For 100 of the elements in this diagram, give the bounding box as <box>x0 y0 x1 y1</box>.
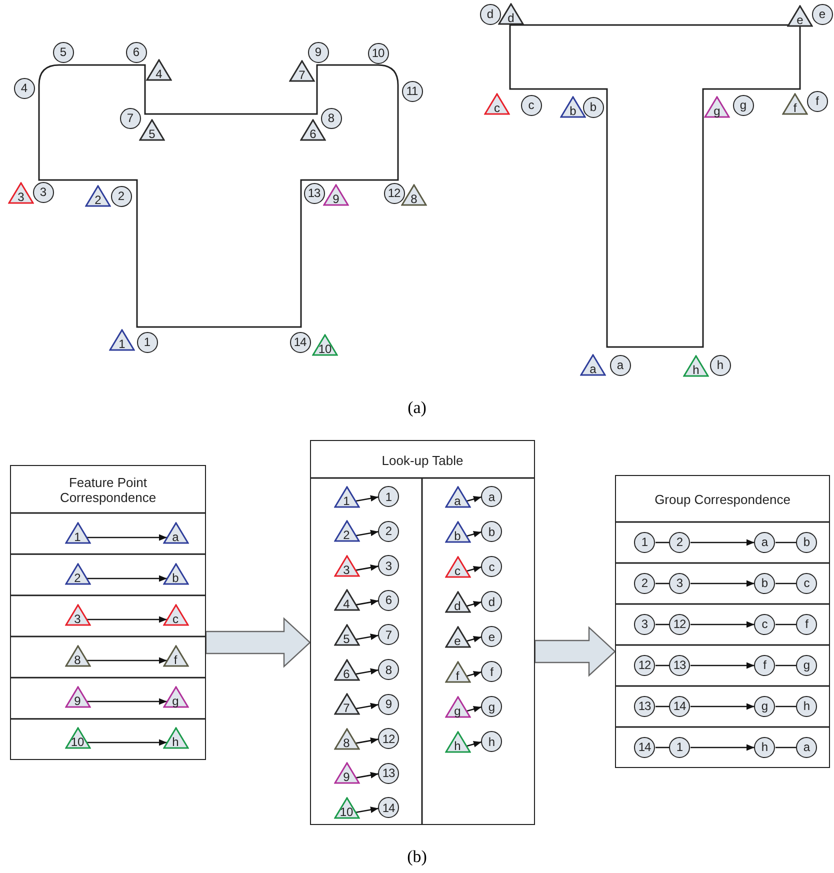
triangle-marker: f <box>444 660 470 682</box>
circle-marker: 2 <box>378 520 399 542</box>
arrow <box>356 599 379 606</box>
triangle-marker: h <box>444 730 470 752</box>
arrow <box>356 495 379 502</box>
arrow <box>87 657 167 664</box>
circle-marker: 1 <box>634 532 655 552</box>
arrow <box>690 539 754 546</box>
circle-marker: b <box>582 96 604 118</box>
circle-marker: f <box>796 614 817 634</box>
circle-marker: 12 <box>384 182 404 204</box>
arrow <box>87 575 167 582</box>
arrow <box>87 739 167 746</box>
triangle-marker: 1 <box>334 486 360 508</box>
circle-marker: c <box>796 572 817 594</box>
triangle-marker: 10 <box>334 796 360 819</box>
triangle-marker: h <box>683 355 709 377</box>
triangle-marker: 2 <box>64 563 90 585</box>
connector-line <box>776 624 796 626</box>
circle-marker: 13 <box>669 654 690 676</box>
circle-marker: 12 <box>669 614 690 634</box>
connector-line <box>776 542 796 544</box>
circle-marker: 14 <box>669 696 690 716</box>
arrow <box>466 566 482 572</box>
arrow <box>466 741 482 748</box>
circle-marker: f <box>481 661 502 682</box>
circle-marker: 12 <box>378 728 399 750</box>
triangle-marker: g <box>444 696 470 718</box>
circle-marker: 1 <box>669 736 690 758</box>
table-panel <box>310 440 535 825</box>
connector-line <box>776 746 796 748</box>
triangle-marker: e <box>787 5 813 27</box>
connector-line <box>656 542 670 544</box>
connector-line <box>776 706 796 708</box>
triangle-marker: 1 <box>109 329 135 351</box>
connector-line <box>656 664 670 666</box>
arrow <box>356 702 379 710</box>
circle-marker: d <box>481 591 502 612</box>
panel-label: (a) <box>408 398 426 418</box>
triangle-marker: a <box>444 486 470 508</box>
connector-line <box>776 582 796 584</box>
triangle-marker: 3 <box>8 182 34 204</box>
connector-line <box>656 624 670 626</box>
arrow <box>690 744 754 751</box>
triangle-marker: g <box>162 686 188 708</box>
block-arrow <box>534 626 616 677</box>
circle-marker: a <box>796 736 817 758</box>
triangle-marker: c <box>484 93 510 115</box>
arrow <box>356 668 379 675</box>
circle-marker: 7 <box>378 624 399 646</box>
circle-marker: c <box>520 94 542 116</box>
triangle-marker: g <box>704 96 730 118</box>
circle-marker: 8 <box>320 108 342 128</box>
circle-marker: b <box>481 521 502 542</box>
triangle-marker: 8 <box>334 728 360 750</box>
triangle-marker: 7 <box>289 60 315 82</box>
arrow <box>690 662 754 669</box>
triangle-marker: b <box>444 520 470 542</box>
triangle-marker: 8 <box>64 645 90 667</box>
triangle-marker: 10 <box>64 727 90 749</box>
circle-marker: b <box>754 572 775 594</box>
triangle-marker: b <box>162 563 188 585</box>
arrow <box>356 634 379 640</box>
circle-marker: 9 <box>378 694 399 715</box>
block-arrow <box>205 617 311 668</box>
circle-marker: 13 <box>634 696 655 716</box>
table-panel <box>10 465 206 760</box>
panel-label: (b) <box>407 847 427 867</box>
triangle-marker: 5 <box>334 624 360 646</box>
arrow <box>690 703 754 710</box>
circle-marker: 1 <box>136 332 158 352</box>
circle-marker: 14 <box>290 332 310 352</box>
circle-marker: c <box>754 614 775 634</box>
triangle-marker: 7 <box>334 693 360 716</box>
circle-marker: 3 <box>378 555 399 576</box>
arrow <box>356 564 379 571</box>
arrow <box>356 772 379 778</box>
circle-marker: 8 <box>378 659 399 680</box>
triangle-marker: a <box>580 354 606 376</box>
triangle-marker: a <box>162 522 188 544</box>
connector-line <box>656 582 670 584</box>
circle-marker: h <box>796 696 817 716</box>
circle-marker: 4 <box>14 78 34 98</box>
connector-line <box>776 664 796 666</box>
triangle-marker: 10 <box>312 334 338 356</box>
circle-marker: g <box>754 696 775 716</box>
circle-marker: d <box>480 4 500 24</box>
arrow <box>87 534 167 541</box>
circle-marker: h <box>710 354 730 376</box>
triangle-marker: f <box>162 645 188 667</box>
circle-marker: 3 <box>634 614 655 634</box>
circle-marker: a <box>754 532 775 552</box>
triangle-marker: 4 <box>334 589 360 612</box>
circle-marker: g <box>796 654 817 676</box>
triangle-marker: d <box>498 3 524 25</box>
connector-line <box>656 746 670 748</box>
triangle-marker: 9 <box>334 762 360 784</box>
circle-marker: 13 <box>378 762 399 784</box>
arrow <box>466 531 482 538</box>
circle-marker: c <box>481 556 502 577</box>
